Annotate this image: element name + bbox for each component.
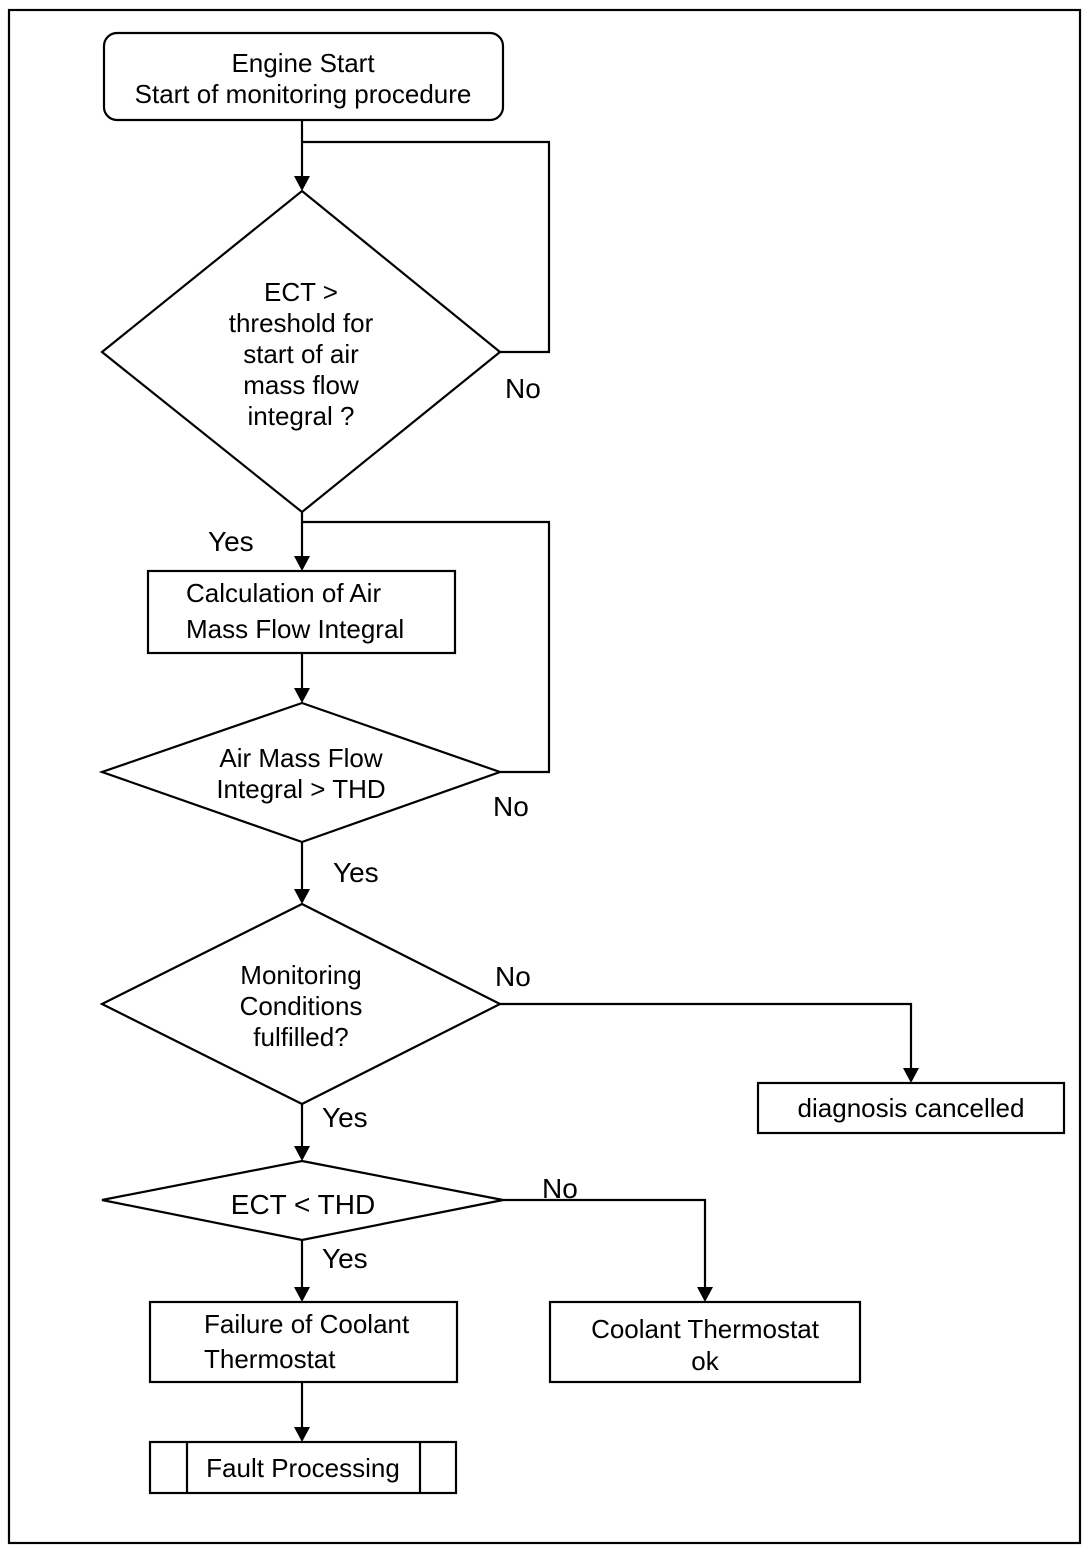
label-integral-yes: Yes <box>333 857 379 888</box>
diagnosis-cancelled-label: diagnosis cancelled <box>798 1093 1025 1123</box>
integral-line-2: Integral > THD <box>216 774 385 804</box>
label-thd-no: No <box>542 1173 578 1204</box>
node-ect-threshold-decision: ECT > threshold for start of air mass fl… <box>100 189 502 514</box>
label-conditions-yes: Yes <box>322 1102 368 1133</box>
conditions-line-2: Conditions <box>240 991 363 1021</box>
edge-labels: No Yes No Yes No Yes No Yes <box>208 373 578 1274</box>
arrowhead <box>294 1287 310 1302</box>
label-thd-yes: Yes <box>322 1243 368 1274</box>
decision-diamond <box>98 701 504 844</box>
edge-ect-threshold-no-loop <box>302 140 551 354</box>
label-integral-no: No <box>493 791 529 822</box>
edge-conditions-no <box>500 1002 913 1071</box>
thermostat-ok-line-2: ok <box>691 1346 719 1376</box>
arrowhead <box>294 556 310 571</box>
calculation-line-2: Mass Flow Integral <box>186 614 404 644</box>
diagram-frame <box>7 8 1082 1545</box>
label-conditions-no: No <box>495 961 531 992</box>
failure-line-1: Failure of Coolant <box>204 1309 410 1339</box>
conditions-line-1: Monitoring <box>240 960 361 990</box>
integral-line-1: Air Mass Flow <box>219 743 382 773</box>
node-conditions-decision: Monitoring Conditions fulfilled? <box>99 902 503 1106</box>
decision-diamond <box>99 902 503 1106</box>
decision-diamond <box>100 189 502 514</box>
decision-diamond <box>101 1159 504 1242</box>
arrowhead <box>903 1068 919 1083</box>
process-box <box>148 1300 459 1384</box>
ect-threshold-line-1: ECT > <box>264 277 338 307</box>
node-fault-processing: Fault Processing <box>148 1440 458 1495</box>
arrowhead <box>294 176 310 191</box>
calculation-line-1: Calculation of Air <box>186 578 381 608</box>
terminal-box <box>756 1081 1066 1135</box>
arrowhead <box>294 1146 310 1161</box>
node-calculation: Calculation of Air Mass Flow Integral <box>146 569 457 655</box>
failure-line-2: Thermostat <box>204 1344 336 1374</box>
edge-integral-no-loop <box>302 520 551 774</box>
process-box <box>548 1300 862 1384</box>
ect-threshold-line-4: mass flow <box>243 370 359 400</box>
predefined-process-box <box>148 1440 458 1495</box>
ect-threshold-line-5: integral ? <box>248 401 355 431</box>
node-start: Engine Start Start of monitoring procedu… <box>102 31 505 122</box>
edge-thd-no <box>503 1198 707 1290</box>
start-line-1: Engine Start <box>231 48 375 78</box>
ect-threshold-line-2: threshold for <box>229 308 374 338</box>
connectors <box>294 120 919 1442</box>
node-failure: Failure of Coolant Thermostat <box>148 1300 459 1384</box>
node-ect-thd-decision: ECT < THD <box>101 1159 504 1242</box>
node-diagnosis-cancelled: diagnosis cancelled <box>756 1081 1066 1135</box>
start-line-2: Start of monitoring procedure <box>135 79 472 109</box>
label-ect-threshold-no: No <box>505 373 541 404</box>
node-thermostat-ok: Coolant Thermostat ok <box>548 1300 862 1384</box>
arrowhead <box>294 1427 310 1442</box>
ect-threshold-line-3: start of air <box>243 339 359 369</box>
arrowhead <box>294 688 310 703</box>
conditions-line-3: fulfilled? <box>253 1022 348 1052</box>
start-box <box>102 31 505 122</box>
process-box <box>146 569 457 655</box>
fault-processing-label: Fault Processing <box>206 1453 400 1483</box>
ect-thd-label: ECT < THD <box>231 1189 375 1220</box>
node-integral-decision: Air Mass Flow Integral > THD <box>98 701 504 844</box>
label-ect-threshold-yes: Yes <box>208 526 254 557</box>
arrowhead <box>697 1287 713 1302</box>
thermostat-ok-line-1: Coolant Thermostat <box>591 1314 820 1344</box>
arrowhead <box>294 889 310 904</box>
